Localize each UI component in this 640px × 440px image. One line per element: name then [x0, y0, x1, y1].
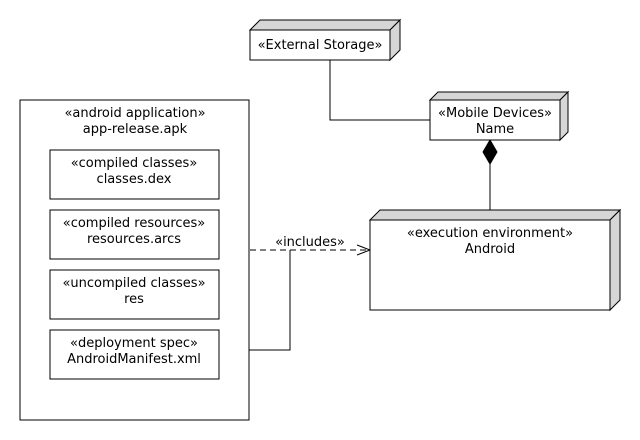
artifact-stereotype: «compiled resources» — [63, 216, 206, 231]
artifact-stereotype: «uncompiled classes» — [62, 276, 205, 291]
mobile-devices-name: Name — [476, 122, 514, 137]
artifact-compiled-resources: «compiled resources» resources.arcs — [49, 209, 220, 260]
artifact-name: AndroidManifest.xml — [67, 352, 201, 367]
android-application-name: app-release.apk — [83, 122, 188, 137]
artifact-compiled-classes: «compiled classes» classes.dex — [49, 149, 220, 200]
mobile-devices-stereotype: «Mobile Devices» — [438, 106, 552, 121]
execution-environment-name: Android — [465, 242, 515, 257]
storage-to-mobile-connector — [329, 60, 430, 121]
includes-label: «includes» — [275, 235, 345, 250]
execution-environment-node: «execution environment» Android — [368, 208, 622, 312]
includes-label-backdrop — [270, 232, 350, 248]
artifact-stereotype: «deployment spec» — [70, 336, 198, 351]
external-storage-node: «External Storage» — [248, 18, 402, 62]
composition-diamond-icon — [482, 139, 498, 165]
artifact-name: res — [124, 292, 144, 307]
artifact-uncompiled-classes: «uncompiled classes» res — [49, 269, 220, 320]
external-storage-stereotype: «External Storage» — [258, 38, 383, 53]
composition-connector — [482, 139, 498, 211]
artifact-stereotype: «compiled classes» — [71, 156, 198, 171]
execution-environment-stereotype: «execution environment» — [407, 226, 573, 241]
android-application-stereotype: «android application» — [64, 106, 205, 121]
mobile-devices-node: «Mobile Devices» Name — [428, 90, 570, 142]
artifact-name: classes.dex — [97, 172, 172, 187]
artifact-name: resources.arcs — [87, 232, 181, 247]
artifact-deployment-spec: «deployment spec» AndroidManifest.xml — [49, 329, 220, 380]
